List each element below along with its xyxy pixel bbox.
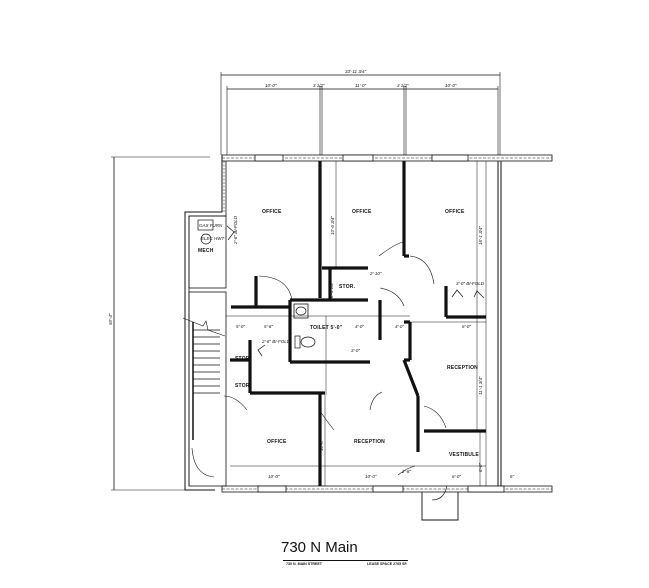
stair-treads [193, 329, 220, 394]
top-dim-4: 3 1/2" [397, 83, 409, 88]
bottom-dim-1: 10'-0" [268, 474, 280, 479]
toilet-bowl [300, 336, 316, 348]
bottom-dim-2: 10'-0" [365, 474, 377, 479]
water-heater-label: ELEC HWT [201, 236, 226, 241]
room-label-office-n-center: OFFICE [352, 209, 372, 215]
gas-furnace-box [197, 219, 214, 231]
room-label-stor-west-2: STOR. [235, 383, 252, 389]
door-dim-3-0: 3'-0" [351, 348, 360, 353]
stair-break-line [182, 317, 226, 337]
hall-dim-2: 5'-6" [264, 324, 273, 329]
water-heater-circle [200, 233, 212, 245]
room-label-reception-east: RECEPTION [447, 365, 478, 371]
plan-title: 730 N Main [281, 539, 358, 556]
room-label-office-ne: OFFICE [445, 209, 465, 215]
toilet-tank [294, 335, 301, 349]
toilet-sink [293, 303, 309, 319]
office-sw-dim: 10'-0" [319, 439, 324, 451]
bifold-label-1: 2'-6" BI-FOLD [233, 215, 238, 245]
bifold-door-2 [257, 344, 266, 357]
door-dim-2-10: 2'-10" [369, 271, 382, 276]
bifold-door-1 [226, 225, 235, 241]
step-dim: 6" [510, 474, 515, 479]
top-dim-2: 3 1/2" [313, 83, 325, 88]
hall-dim-3: 4'-0" [355, 324, 364, 329]
bifold-label-2: 2'-6" BI-FOLD [261, 339, 291, 344]
title-underline [283, 560, 408, 562]
room-label-mech: MECH [198, 248, 214, 254]
top-dim-5: 10'-0" [445, 83, 457, 88]
stair-door-swing [191, 447, 215, 478]
hall-dim-4: 4'-0" [395, 324, 404, 329]
stor-dim: 8'-1 1/2" [329, 281, 334, 298]
overall-width-dim: 33'-11 3/4" [345, 69, 367, 74]
room-label-toilet: TOILET 5'-0" [310, 325, 343, 331]
room-label-stor-west-1: STOR. [235, 356, 252, 362]
room-label-reception-south: RECEPTION [354, 439, 385, 445]
overall-depth-dim: 50'-4" [108, 313, 113, 325]
bifold-door-3 [451, 289, 464, 298]
bottom-dim-3: 6'-0" [452, 474, 461, 479]
stair-outline [188, 291, 227, 487]
top-dim-3: 11'-0" [355, 83, 367, 88]
office-nc-dim: 10'-6 3/4" [330, 216, 335, 235]
office-ne-dim: 16'-1 3/4" [478, 226, 483, 245]
mech-room-outline [188, 215, 227, 289]
reception-e-dim: 11'-1 3/4" [478, 376, 483, 395]
door-dim-2-8: 2'-8" [401, 469, 411, 474]
door-swings [223, 241, 448, 501]
gas-furnace-label: GAS FURN [199, 223, 223, 228]
entry-stoop [421, 492, 459, 521]
room-label-office-sw: OFFICE [267, 439, 287, 445]
top-dim-1: 10'-0" [265, 83, 277, 88]
room-label-office-nw: OFFICE [262, 209, 282, 215]
room-label-vestibule: VESTIBULE [449, 452, 479, 458]
room-label-stor-center: STOR. [339, 284, 356, 290]
west-exterior-wall [184, 155, 223, 491]
hall-dim-5: 6'-0" [462, 324, 471, 329]
bifold-label-3: 3'-0" BI-FOLD [456, 281, 485, 286]
hall-dim-1: 5'-0" [236, 324, 245, 329]
lease-caption: LEASE SPACE 2765 SF. [367, 562, 408, 566]
address-caption: 730 N. MAIN STREET [286, 562, 322, 566]
vestibule-dim: 6'-0" [478, 463, 483, 472]
